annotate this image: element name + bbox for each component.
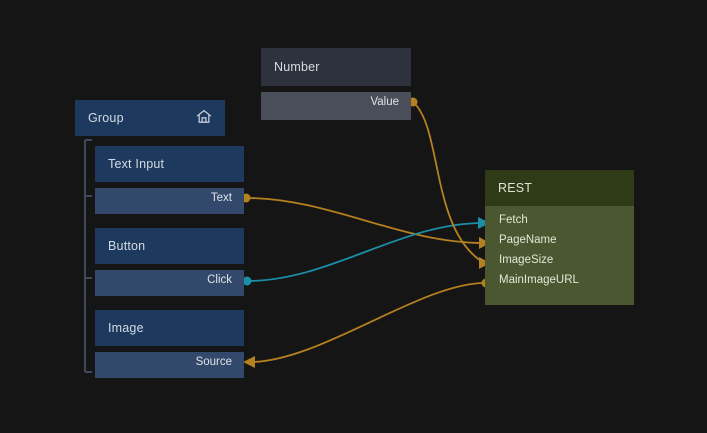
group-bracket	[84, 139, 92, 373]
wire-mainimageurl-to-source	[249, 282, 486, 363]
node-number[interactable]: Number Value	[261, 48, 411, 120]
node-text-input-title: Text Input	[108, 157, 165, 171]
port-label-mainimageurl: MainImageURL	[499, 274, 579, 286]
port-label-value: Value	[370, 96, 399, 108]
node-number-header[interactable]: Number	[261, 48, 411, 86]
node-group-header[interactable]: Group	[75, 100, 225, 136]
node-group[interactable]: Group	[75, 100, 225, 136]
port-label-fetch: Fetch	[499, 214, 528, 226]
port-label-imagesize: ImageSize	[499, 254, 554, 266]
port-row-source[interactable]: Source	[95, 352, 244, 372]
wire-value-to-imagesize	[412, 101, 485, 264]
node-rest-header[interactable]: REST	[485, 170, 634, 206]
wire-text-to-pagename	[245, 197, 485, 244]
home-icon[interactable]	[196, 109, 212, 127]
node-button-body: Click	[95, 270, 244, 296]
port-label-pagename: PageName	[499, 234, 557, 246]
node-rest-body: Fetch PageName ImageSize MainImageURL	[485, 206, 634, 305]
node-button-header[interactable]: Button	[95, 228, 244, 264]
wire-click-to-fetch	[246, 222, 484, 282]
port-label-text: Text	[210, 192, 232, 204]
node-number-title: Number	[274, 60, 320, 74]
port-row-text[interactable]: Text	[95, 188, 244, 208]
port-row-fetch[interactable]: Fetch	[485, 210, 634, 230]
node-image-title: Image	[108, 321, 144, 335]
node-text-input[interactable]: Text Input Text	[95, 146, 244, 214]
port-marker-source-input[interactable]	[243, 356, 255, 368]
node-button-title: Button	[108, 239, 146, 253]
node-button[interactable]: Button Click	[95, 228, 244, 296]
port-row-imagesize[interactable]: ImageSize	[485, 250, 634, 270]
port-label-click: Click	[207, 274, 232, 286]
port-row-value[interactable]: Value	[261, 92, 411, 112]
node-group-title: Group	[88, 111, 124, 125]
node-image[interactable]: Image Source	[95, 310, 244, 378]
node-number-body: Value	[261, 92, 411, 120]
node-text-input-header[interactable]: Text Input	[95, 146, 244, 182]
port-row-pagename[interactable]: PageName	[485, 230, 634, 250]
node-image-body: Source	[95, 352, 244, 378]
node-text-input-body: Text	[95, 188, 244, 214]
port-label-source: Source	[195, 356, 232, 368]
node-image-header[interactable]: Image	[95, 310, 244, 346]
port-row-click[interactable]: Click	[95, 270, 244, 290]
node-rest[interactable]: REST Fetch PageName ImageSize MainImageU…	[485, 170, 634, 305]
port-row-mainimageurl[interactable]: MainImageURL	[485, 270, 634, 290]
node-rest-title: REST	[498, 181, 533, 195]
